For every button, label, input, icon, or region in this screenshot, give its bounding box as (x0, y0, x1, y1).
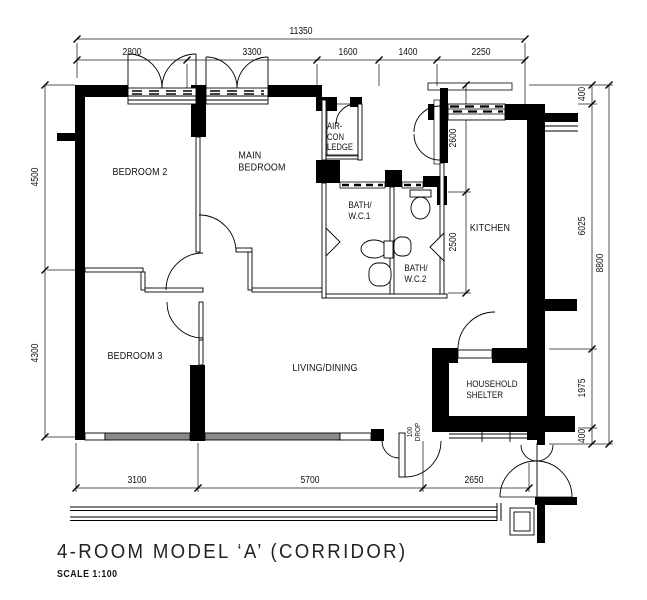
room-label-bedroom3: BEDROOM 3 (107, 349, 163, 362)
dim-top-2800: 2800 (122, 47, 142, 59)
dim-bottom-3100: 3100 (127, 475, 147, 487)
dimension-ticks (41, 35, 613, 492)
dimension-lines (44, 38, 613, 492)
plan-scale: SCALE 1:100 (57, 569, 118, 580)
room-label-bath-wc2: BATH/ W.C.2 (404, 262, 428, 285)
dim-top-3300: 3300 (242, 47, 262, 59)
dim-right-400-top: 400 (577, 86, 589, 102)
dim-kitchen-2500: 2500 (448, 232, 460, 252)
interior-walls (84, 82, 527, 442)
dim-bottom-5700: 5700 (300, 475, 320, 487)
room-label-kitchen: KITCHEN (469, 221, 511, 234)
bathroom-vent-windows (339, 181, 424, 189)
plan-title: 4-ROOM MODEL ‘A’ (CORRIDOR) (57, 541, 408, 563)
dim-kitchen-2600: 2600 (448, 128, 460, 148)
corridor-stub-lines (545, 125, 578, 132)
room-label-bedroom2: BEDROOM 2 (112, 165, 168, 178)
party-wall-band (84, 432, 372, 441)
dim-left-4300: 4300 (30, 343, 42, 363)
dim-right-400-bottom: 400 (577, 428, 589, 444)
room-label-aircon-ledge: AIR- CON LEDGE (327, 121, 353, 153)
dim-top-total: 11350 (289, 26, 313, 38)
room-label-living-dining: LIVING/DINING (292, 361, 358, 374)
outer-walls (57, 85, 578, 543)
dim-top-2250: 2250 (471, 47, 491, 59)
dim-bottom-2650: 2650 (464, 475, 484, 487)
dim-right-6025: 6025 (577, 216, 589, 236)
room-label-bath-wc1: BATH/ W.C.1 (348, 199, 372, 222)
bath-fixtures (360, 189, 432, 287)
kitchen-window (447, 103, 506, 121)
corridor-lines (70, 503, 535, 536)
dim-left-4500: 4500 (30, 167, 42, 187)
bedroom-windows (127, 53, 269, 105)
dim-right-8800: 8800 (595, 253, 607, 273)
dim-right-1975: 1975 (577, 378, 589, 398)
note-100-drop: 100 DROP (404, 422, 422, 442)
room-label-household-shelter: HOUSEHOLD SHELTER (466, 378, 518, 401)
dim-top-1400: 1400 (398, 47, 418, 59)
dim-top-1600: 1600 (338, 47, 358, 59)
room-label-main-bedroom: MAIN BEDROOM (238, 149, 286, 174)
doors (165, 99, 573, 498)
